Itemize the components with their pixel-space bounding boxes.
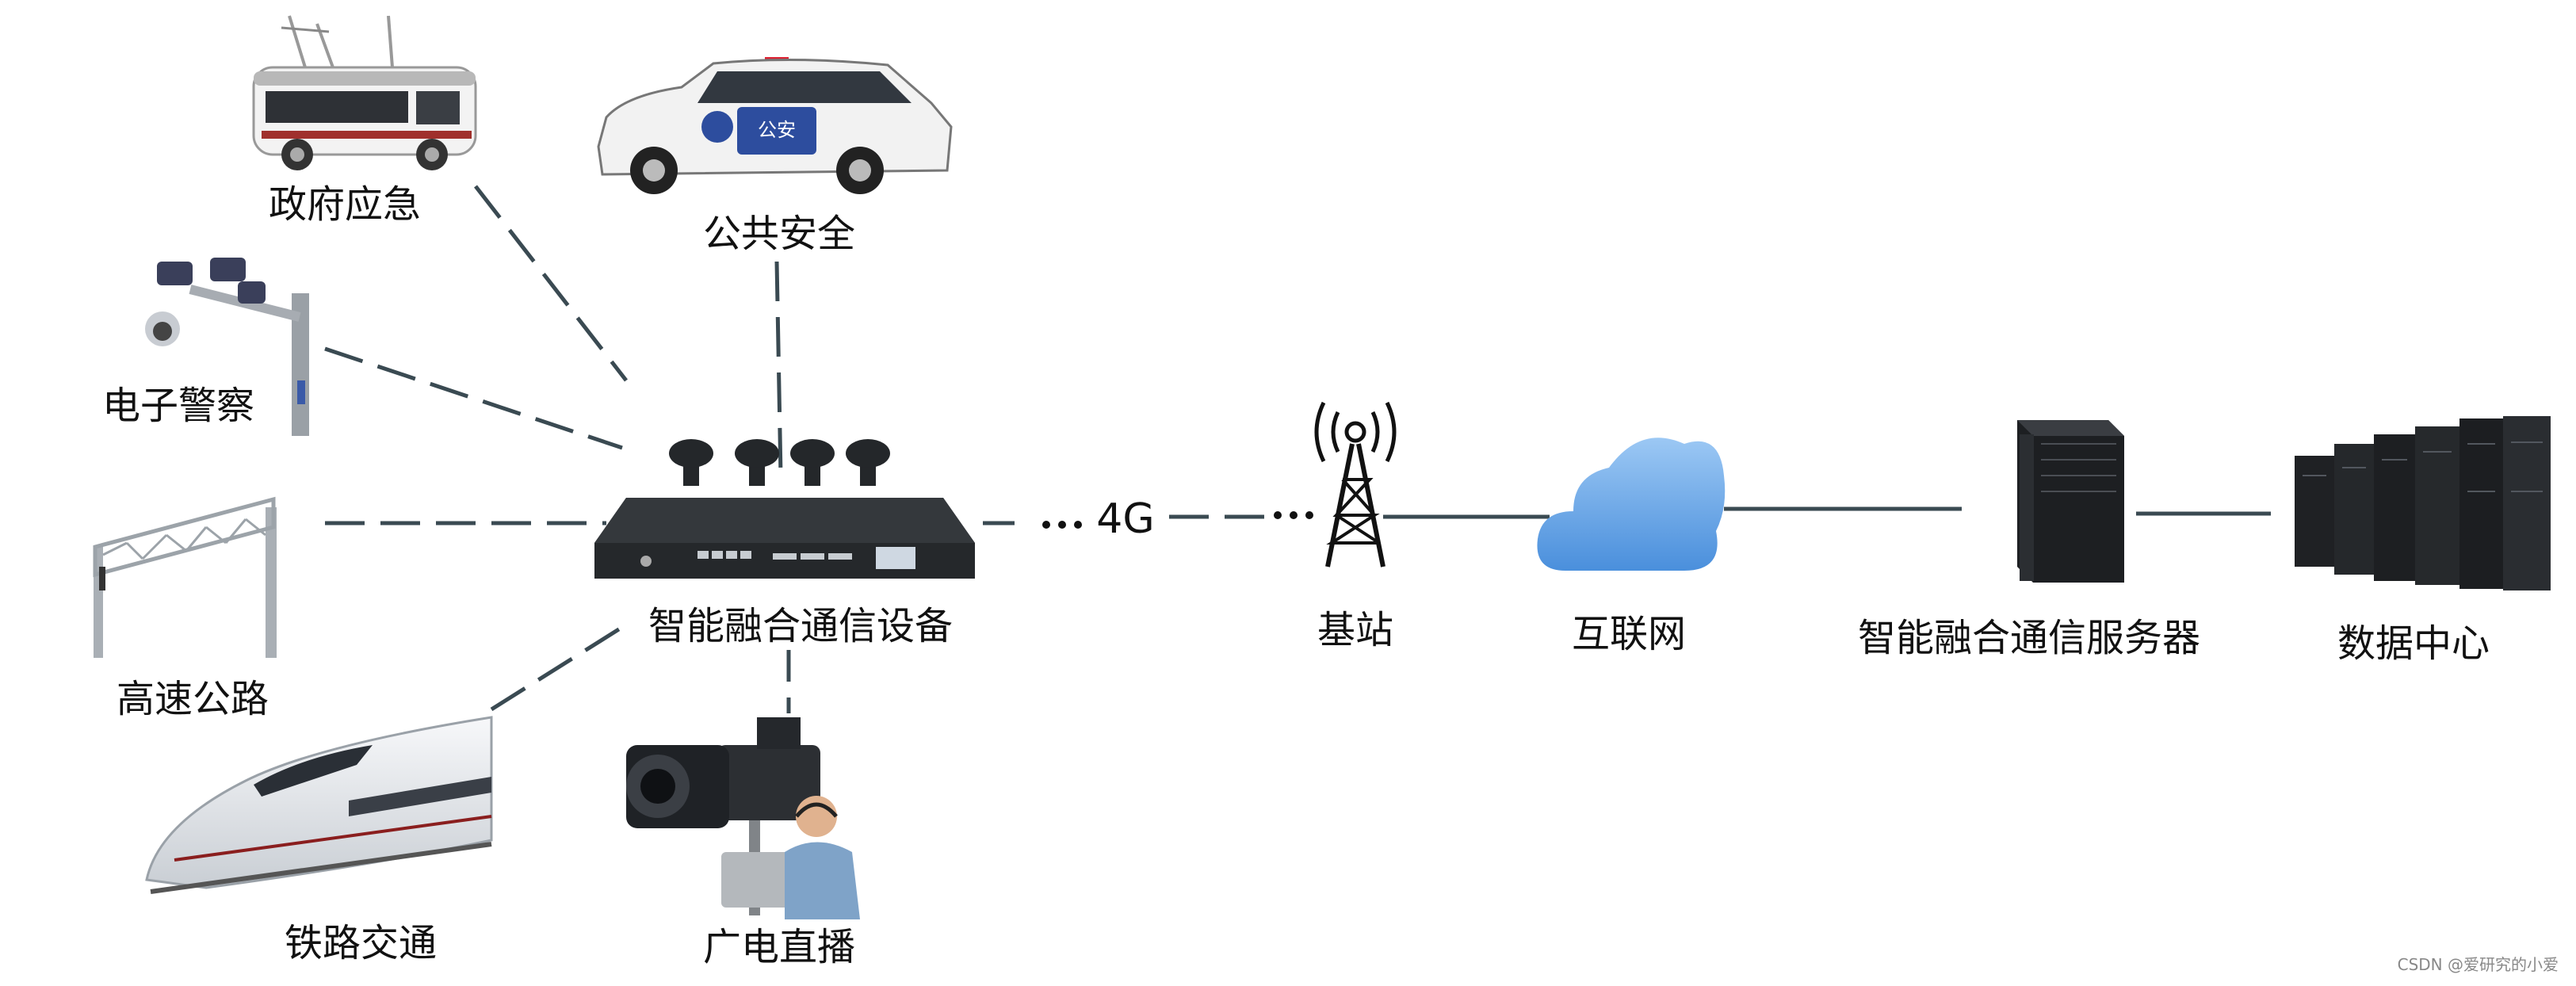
server-tower-icon [2017, 420, 2124, 583]
link-label-4g: 4G [1096, 495, 1154, 543]
label-internet: 互联网 [1571, 612, 1687, 656]
dots [1042, 511, 1313, 529]
label-data-center: 数据中心 [2337, 621, 2490, 666]
comm-device-icon [594, 439, 975, 579]
link-police-cam [324, 346, 623, 450]
label-public-safety: 公共安全 [702, 212, 856, 256]
high-speed-train-icon [145, 716, 493, 894]
base-station-tower-icon [1314, 401, 1397, 568]
police-car-icon: 公安 [597, 57, 953, 194]
label-device: 智能融合通信设备 [648, 604, 954, 648]
broadcast-camera-icon [626, 717, 860, 919]
label-base-station: 基站 [1317, 608, 1394, 652]
label-broadcast: 广电直播 [702, 925, 856, 969]
connector-lines [324, 185, 2271, 713]
label-server: 智能融合通信服务器 [1857, 616, 2201, 660]
label-e-police: 电子警察 [101, 384, 255, 428]
highway-gantry-icon [93, 496, 277, 658]
label-railway: 铁路交通 [284, 921, 438, 965]
link-public-safety [774, 261, 783, 476]
police-car-text: 公安 [758, 119, 796, 141]
emergency-van-icon [252, 15, 477, 170]
label-highway: 高速公路 [116, 677, 269, 721]
internet-cloud-icon [1537, 438, 1726, 571]
label-gov-emergency: 政府应急 [268, 182, 422, 227]
watermark: CSDN @爱研究的小爱 [2397, 955, 2559, 974]
link-gov [474, 185, 628, 382]
link-railway [490, 620, 632, 712]
data-center-racks-icon [2295, 416, 2551, 590]
traffic-camera-icon [145, 258, 309, 436]
